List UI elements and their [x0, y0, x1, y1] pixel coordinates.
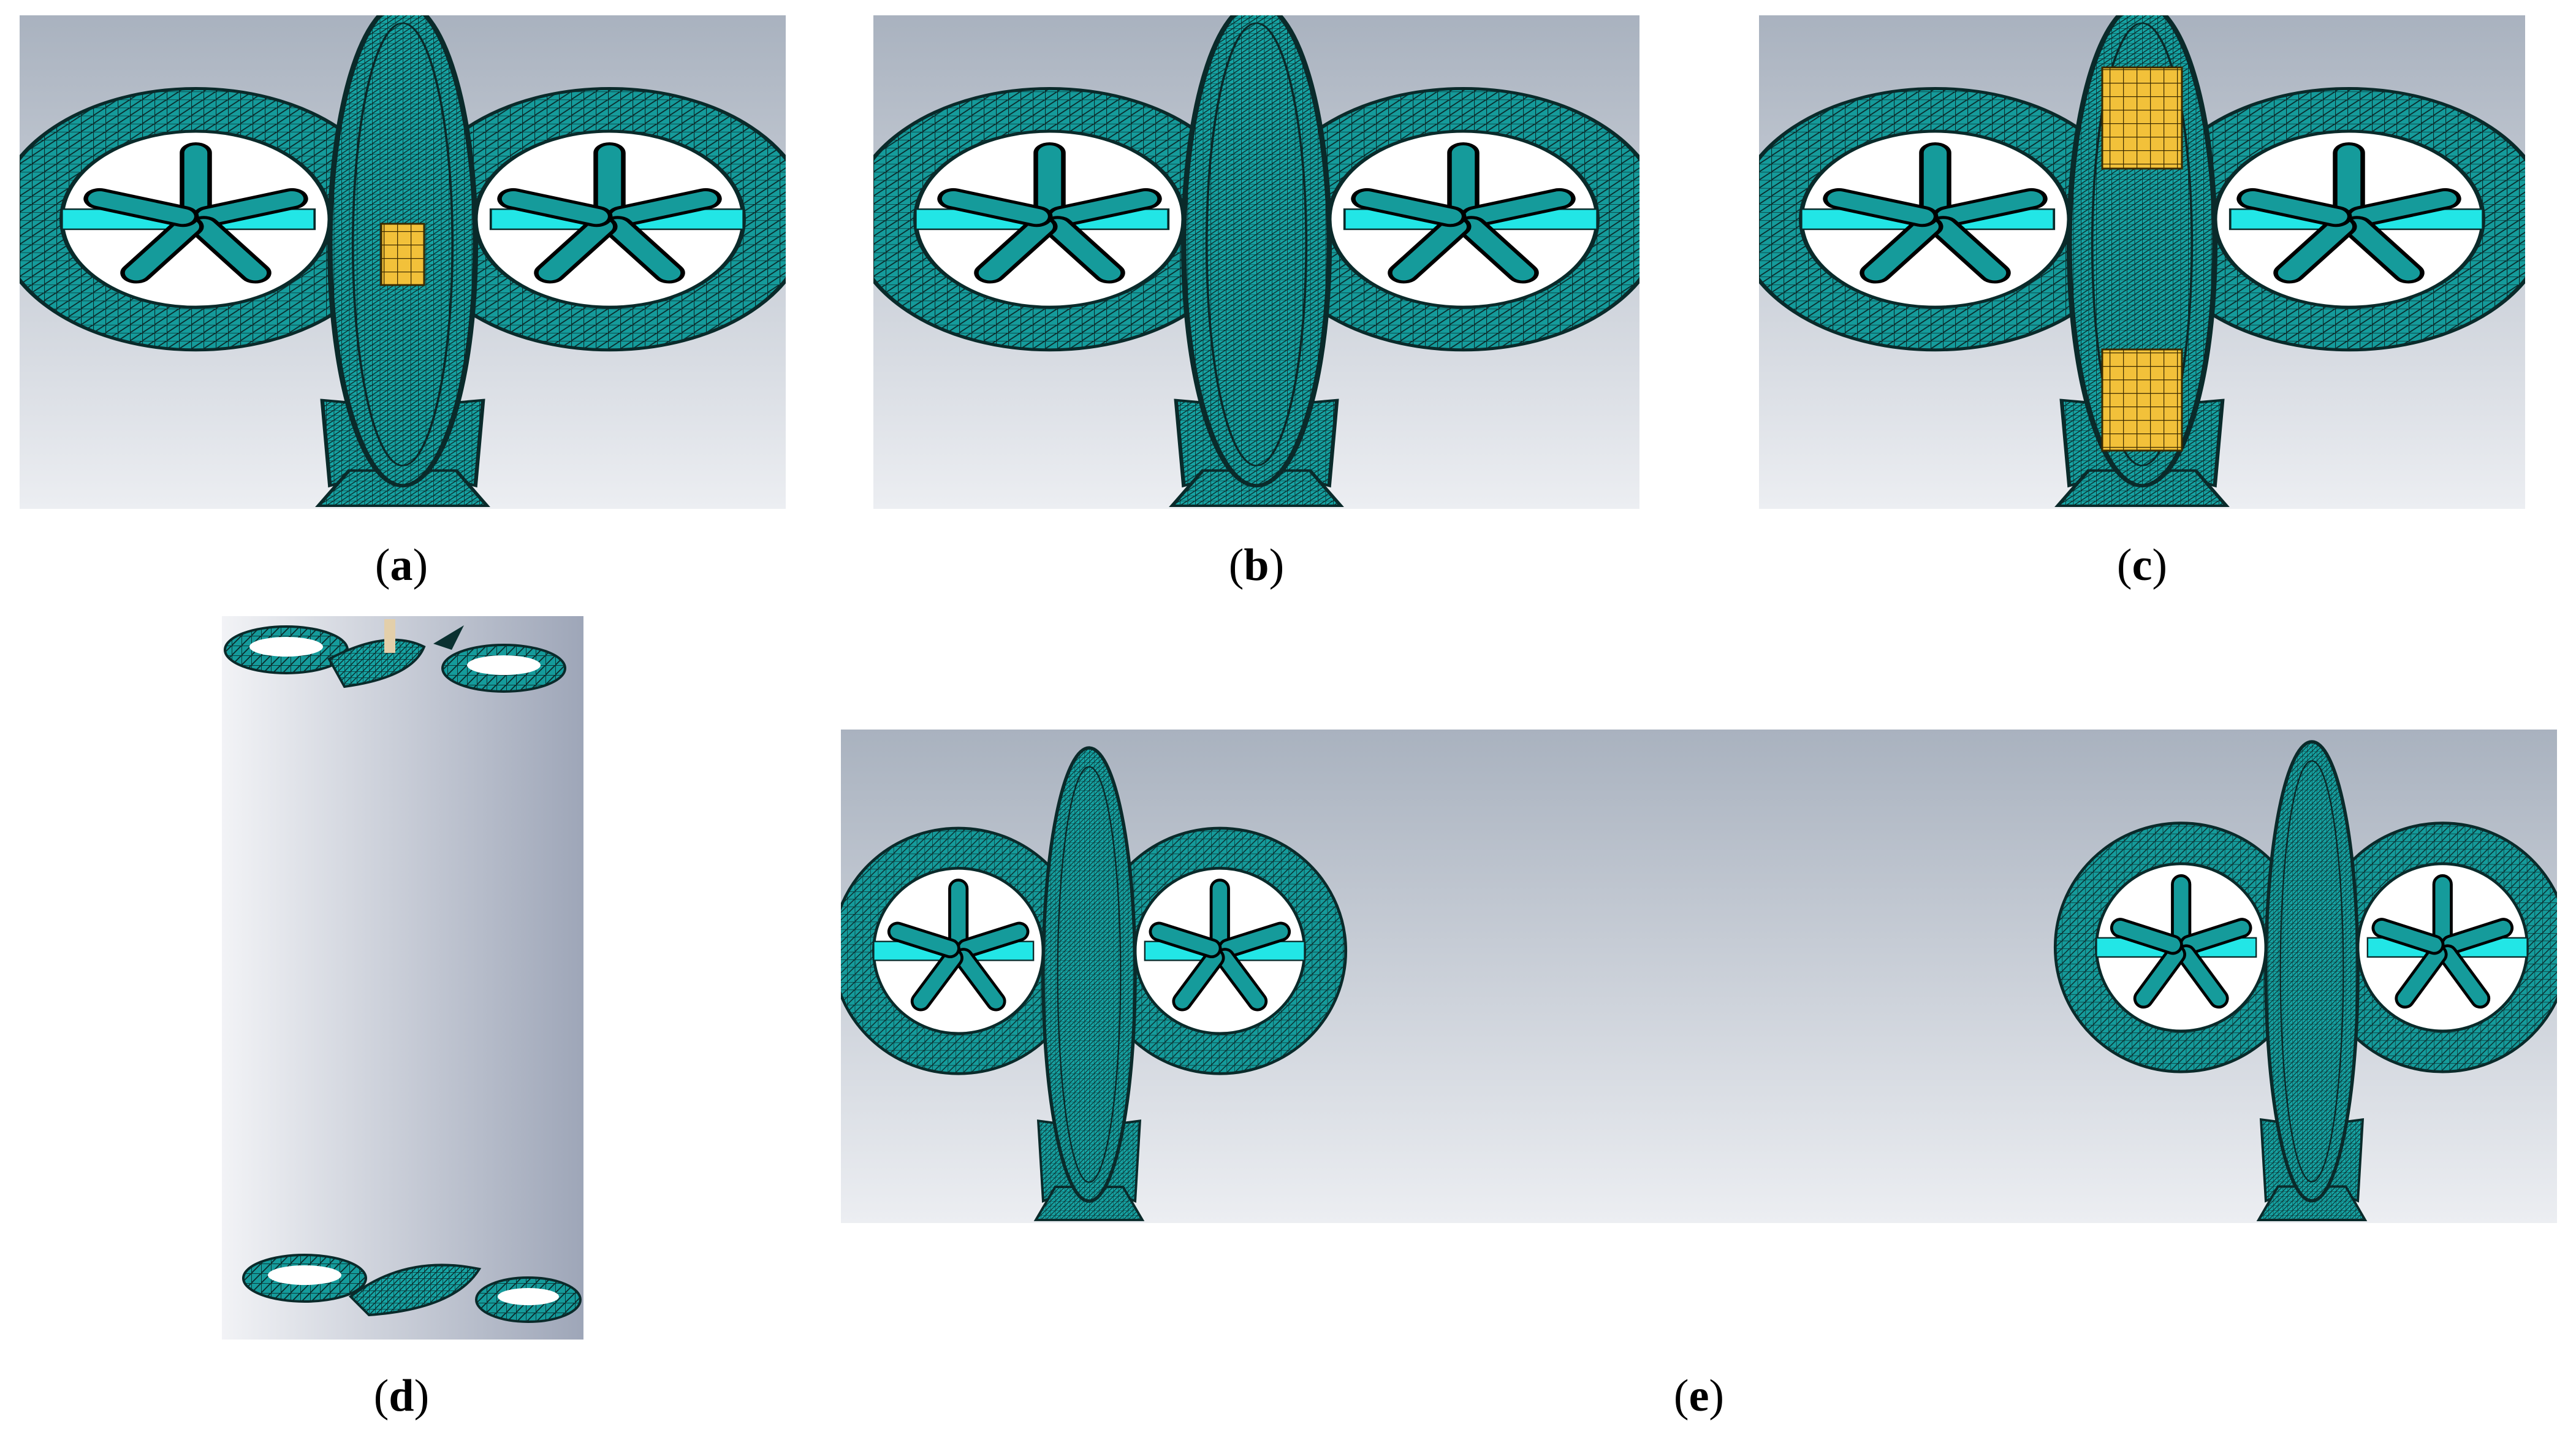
- caption-b-letter: b: [1244, 540, 1269, 590]
- caption-c: (c): [2116, 540, 2168, 590]
- patch-array: [380, 223, 425, 286]
- drone-bottom-side: [242, 1254, 582, 1323]
- panel-a-image: [20, 15, 786, 509]
- patch-array-bottom: [2101, 348, 2183, 452]
- caption-d: (d): [373, 1371, 430, 1421]
- patch-array-top: [2101, 66, 2183, 170]
- caption-e: (e): [1673, 1371, 1725, 1421]
- caption-b: (b): [1228, 540, 1285, 590]
- panel-d-image: [222, 616, 583, 1340]
- drone-top-side: [224, 619, 566, 693]
- caption-d-letter: d: [389, 1371, 414, 1421]
- caption-c-letter: c: [2132, 540, 2152, 590]
- caption-e-letter: e: [1689, 1371, 1709, 1421]
- caption-a: (a): [374, 540, 428, 590]
- panel-e-image: [841, 730, 2557, 1223]
- panel-c-image: [1759, 15, 2525, 509]
- caption-a-letter: a: [390, 540, 413, 590]
- panel-b-image: [873, 15, 1639, 509]
